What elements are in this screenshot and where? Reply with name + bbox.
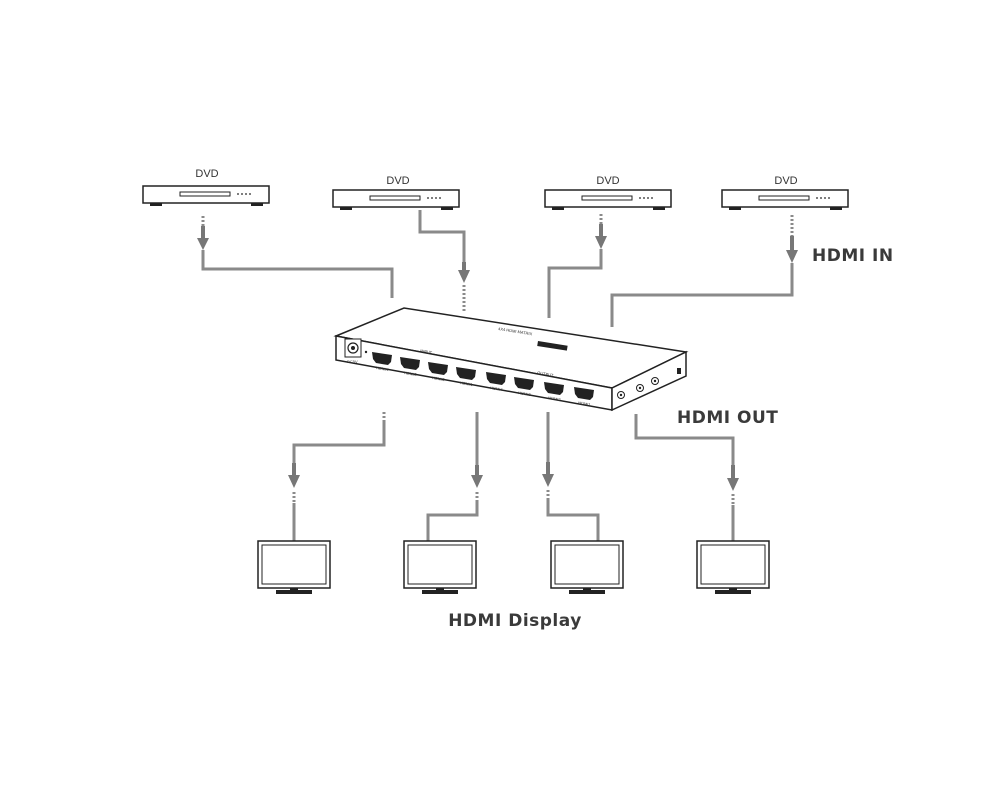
hdmi-port-out-3: HDMI3 — [514, 377, 534, 397]
hdmi-port-out-1: HDMI1 — [574, 387, 594, 407]
port-label: HDMI4 — [490, 385, 504, 392]
output-cable-4 — [634, 414, 739, 541]
hdmi-port-in-1: HDMI1 — [456, 367, 476, 387]
tv-display-1 — [257, 540, 331, 594]
dvd-player-1: DVD — [142, 168, 270, 206]
input-cable-2 — [418, 210, 470, 311]
dvd-player-3: DVD — [544, 175, 672, 210]
dvd-label-1: DVD — [195, 168, 218, 180]
output-cable-2 — [426, 412, 483, 541]
hdmi-in-label: HDMI IN — [812, 246, 894, 266]
port-label: HDMI2 — [432, 375, 446, 382]
dvd-player-4: DVD — [721, 175, 849, 210]
tv-display-4 — [696, 540, 770, 594]
port-label: HDMI1 — [460, 380, 474, 387]
input-group-label: INPUT — [420, 348, 433, 355]
port-label: HDMI4 — [376, 365, 390, 372]
matrix-top-label: 4X4 HDMI MATRIX — [498, 326, 533, 336]
dc-jack-label: DC5V — [347, 359, 358, 364]
port-label: HDMI1 — [578, 400, 592, 407]
port-label: HDMI2 — [548, 395, 562, 402]
tv-display-3 — [550, 540, 624, 594]
tv-display-2 — [403, 540, 477, 594]
dvd-label-4: DVD — [774, 175, 797, 187]
output-cable-1 — [288, 412, 386, 541]
hdmi-port-in-4: HDMI4 — [372, 352, 392, 372]
hdmi-display-label: HDMI Display — [448, 611, 582, 631]
input-cable-4 — [610, 215, 798, 327]
hdmi-port-out-4: HDMI4 — [486, 372, 506, 392]
input-cable-3 — [547, 214, 607, 318]
hdmi-port-in-2: HDMI2 — [428, 362, 448, 382]
port-label: HDMI3 — [404, 370, 418, 377]
hdmi-out-label: HDMI OUT — [677, 408, 778, 428]
input-cable-1 — [197, 216, 394, 298]
dvd-label-2: DVD — [386, 175, 409, 187]
hdmi-port-in-3: HDMI3 — [400, 357, 420, 377]
dvd-player-2: DVD — [332, 175, 460, 210]
dvd-label-3: DVD — [596, 175, 619, 187]
hdmi-matrix-switch: 4X4 HDMI MATRIX DC5V INPUT OUTPUT HDMI4 … — [333, 307, 689, 412]
port-label: HDMI3 — [518, 390, 532, 397]
output-cable-3 — [542, 412, 600, 541]
output-group-label: OUTPUT — [537, 370, 555, 378]
hdmi-port-out-2: HDMI2 — [544, 382, 564, 402]
